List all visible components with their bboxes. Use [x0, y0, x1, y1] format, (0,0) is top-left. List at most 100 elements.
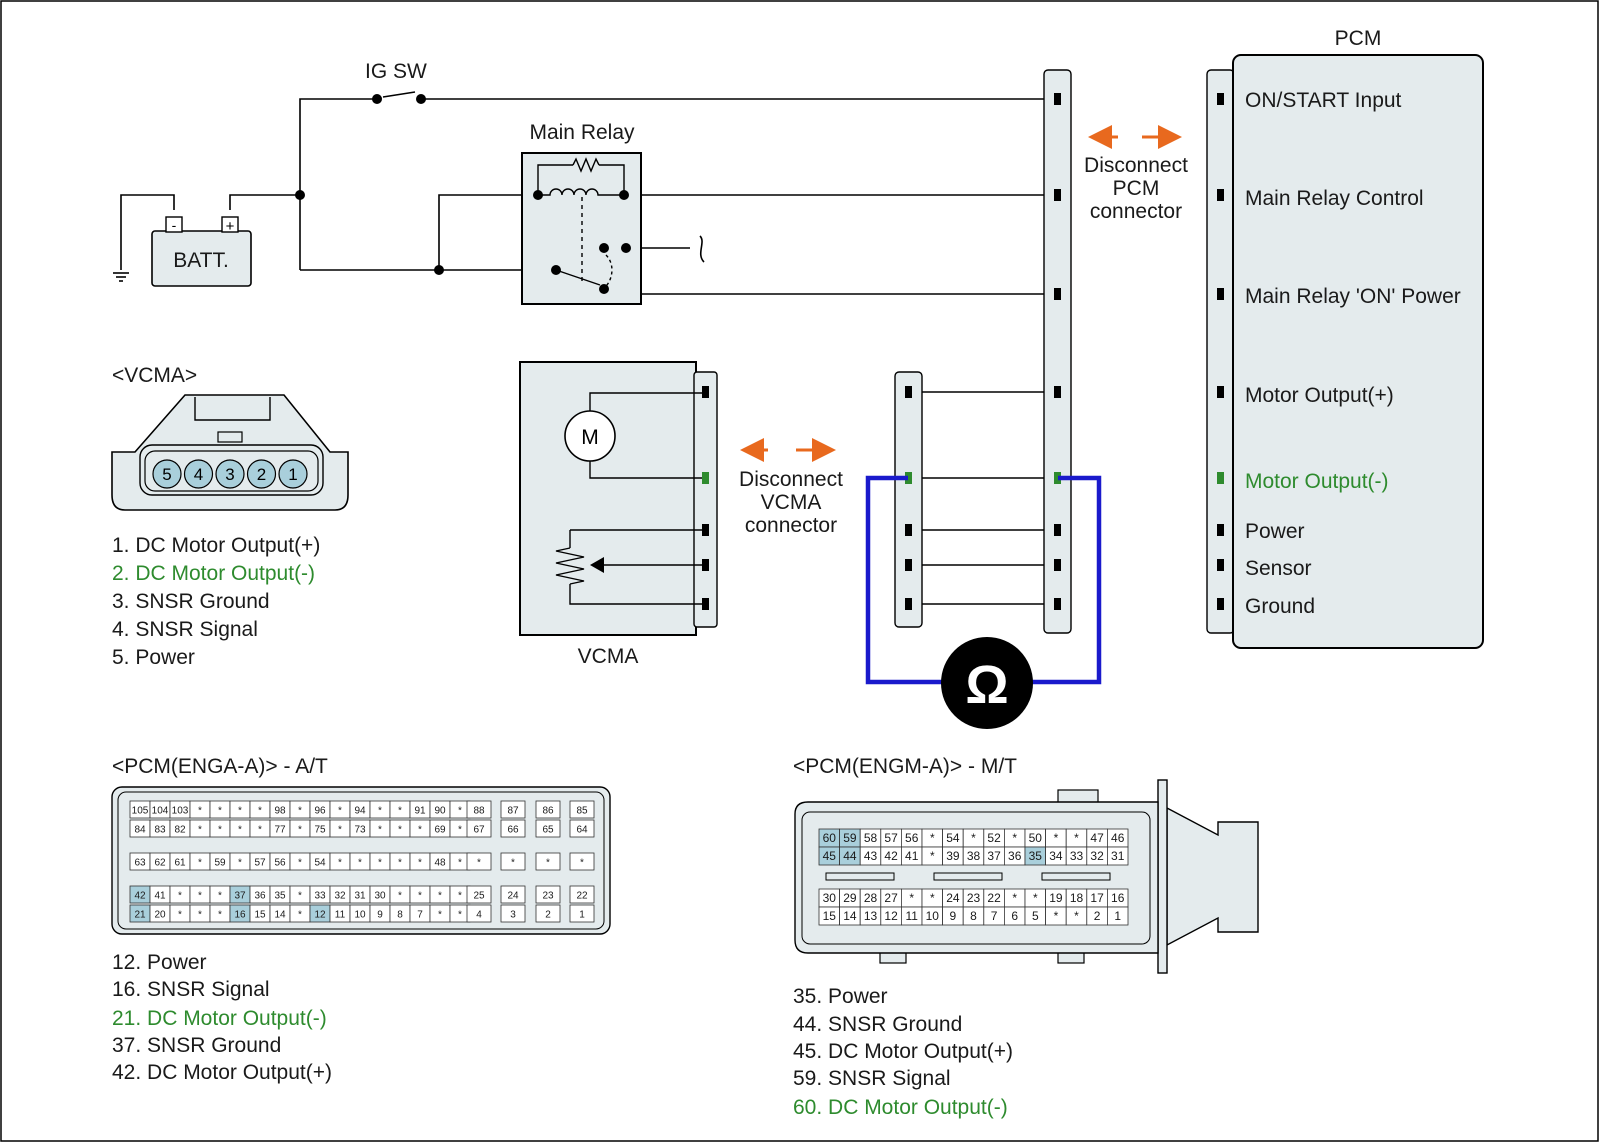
pcm-at-pin-85: 85	[576, 806, 588, 817]
pcm-at-pin-67: 67	[473, 825, 485, 836]
vcma-legend-3: 3. SNSR Ground	[112, 590, 270, 613]
pcm-at-legend-3: 21. DC Motor Output(-)	[112, 1007, 327, 1030]
pcm-at-pin-16: 16	[234, 910, 246, 921]
pcm-pin-main-relay-control: Main Relay Control	[1245, 187, 1424, 210]
pcm-at-pin-66: 66	[507, 825, 519, 836]
pcm-at-pin-64-cell	[569, 819, 595, 838]
pcm-at-pin-10: 10	[354, 910, 366, 921]
pcm-mt-pin-44: 44	[843, 849, 857, 863]
pcm-mt-legend-5: 60. DC Motor Output(-)	[793, 1096, 1008, 1119]
pcm-mt-pin-29: 29	[843, 891, 857, 905]
pcm-at-pin-85-cell	[569, 800, 595, 819]
pcm-mt-pin-31-cell	[1107, 846, 1129, 866]
pcm-at-pin-blank-cell	[500, 852, 526, 871]
junction-dots	[295, 94, 444, 275]
pcm-mt-pin-17: 17	[1090, 891, 1104, 905]
pcm-mt-legend-4: 59. SNSR Signal	[793, 1067, 951, 1090]
pcm-at-pin-blank: *	[477, 858, 481, 869]
pcm-at-pin-24-cell	[500, 885, 526, 904]
pcm-at-pin-67-cell	[466, 819, 492, 838]
vcma-pin-label-1: 1	[288, 465, 297, 484]
pcm-at-pin-blank: *	[398, 858, 402, 869]
batt-plus: +	[226, 218, 235, 235]
pcm-harness-pins	[1054, 93, 1061, 610]
pcm-at-pin-37: 37	[234, 891, 246, 902]
pcm-mt-pin-54: 54	[946, 831, 960, 845]
pcm-mt-pin-5: 5	[1032, 909, 1039, 923]
pcm-mt-pin-blank: *	[1033, 891, 1038, 905]
pcm-at-pin-42: 42	[134, 891, 146, 902]
pcm-at-pin-61: 61	[174, 858, 186, 869]
batt-label: BATT.	[173, 249, 229, 272]
pcm-at-pin-blank-cell	[569, 852, 595, 871]
pcm-at-pin-48: 48	[434, 858, 446, 869]
vcma-pin-3	[215, 459, 245, 489]
pcm-pin-power: Power	[1245, 520, 1305, 543]
pcm-at-pin-blank: *	[298, 858, 302, 869]
pcm-at-pin-blank: *	[378, 858, 382, 869]
pcm-at-pin-9: 9	[377, 910, 383, 921]
pcm-at-pin-blank: *	[178, 910, 182, 921]
pcm-at-pin-91: 91	[414, 806, 426, 817]
pcm-at-pin-73: 73	[354, 825, 366, 836]
pcm-at-pin-90: 90	[434, 806, 446, 817]
pcm-mt-pin-28: 28	[864, 891, 878, 905]
vcma-harness-connector	[894, 371, 923, 628]
pcm-at-pin-63: 63	[134, 858, 146, 869]
pcm-at-pin-87: 87	[507, 806, 519, 817]
pcm-at-pin-blank: *	[338, 825, 342, 836]
pcm-at-pin-15: 15	[254, 910, 266, 921]
pcm-mt-pin-2: 2	[1094, 909, 1101, 923]
pcm-at-pin-22: 22	[576, 891, 588, 902]
pcm-mt-pin-blank: *	[1012, 891, 1017, 905]
pcm-at-pin-blank: *	[218, 806, 222, 817]
pcm-at-pin-blank: *	[458, 806, 462, 817]
pcm-at-pin-98: 98	[274, 806, 286, 817]
vcma-legend-4: 4. SNSR Signal	[112, 618, 258, 641]
pcm-at-pin-blank-cell	[466, 852, 492, 871]
pcm-mt-pin-1-cell	[1107, 906, 1129, 926]
vcma-pin-label-4: 4	[194, 465, 203, 484]
pcm-at-pin-21: 21	[134, 910, 146, 921]
pcm-mt-pin-blank: *	[1074, 831, 1079, 845]
pcm-at-pin-4-cell	[466, 904, 492, 923]
pcm-at-legend-1: 12. Power	[112, 951, 207, 974]
pcm-at-pin-65-cell	[535, 819, 561, 838]
pcm-at-pin-blank: *	[198, 825, 202, 836]
disconnect-pcm-line-3: connector	[1090, 200, 1182, 223]
pcm-at-pin-23-cell	[535, 885, 561, 904]
pcm-harness-connector	[1043, 69, 1072, 634]
pcm-mt-pin-blank: *	[1074, 909, 1079, 923]
pcm-at-pin-64: 64	[576, 825, 588, 836]
pcm-mt-pin-41: 41	[905, 849, 919, 863]
pcm-at-pin-23: 23	[542, 891, 554, 902]
pcm-mt-pin-22: 22	[987, 891, 1001, 905]
pcm-mt-pin-blank: *	[909, 891, 914, 905]
pcm-at-pin-36: 36	[254, 891, 266, 902]
pcm-at-pin-66-cell	[500, 819, 526, 838]
pcm-mt-pin-19: 19	[1049, 891, 1063, 905]
pcm-mt-pin-32: 32	[1090, 849, 1104, 863]
pcm-mt-pin-37: 37	[987, 849, 1001, 863]
pcm-at-pin-blank: *	[238, 806, 242, 817]
pcm-at-pin-blank: *	[338, 858, 342, 869]
vcma-connector-title: <VCMA>	[112, 364, 197, 387]
pcm-at-pin-blank: *	[438, 891, 442, 902]
pcm-at-pin-59: 59	[214, 858, 226, 869]
ohm-symbol: Ω	[965, 655, 1008, 715]
pcm-mt-pin-23: 23	[967, 891, 981, 905]
pcm-at-pin-blank: *	[438, 910, 442, 921]
main-relay: Main Relay	[521, 121, 642, 305]
pcm-at-pin-blank: *	[458, 910, 462, 921]
pcm-at-pin-77: 77	[274, 825, 286, 836]
pcm-mt-pin-8: 8	[970, 909, 977, 923]
pcm-title: PCM	[1335, 27, 1382, 50]
vcma-label: VCMA	[578, 645, 639, 668]
pcm-at-pin-1-cell	[569, 904, 595, 923]
pcm-at-pin-56: 56	[274, 858, 286, 869]
vcma-pin-4	[183, 459, 214, 489]
pcm-mt-pin-50: 50	[1029, 831, 1043, 845]
pcm-mt-pin-57: 57	[884, 831, 898, 845]
pcm-mt-pin-39: 39	[946, 849, 960, 863]
